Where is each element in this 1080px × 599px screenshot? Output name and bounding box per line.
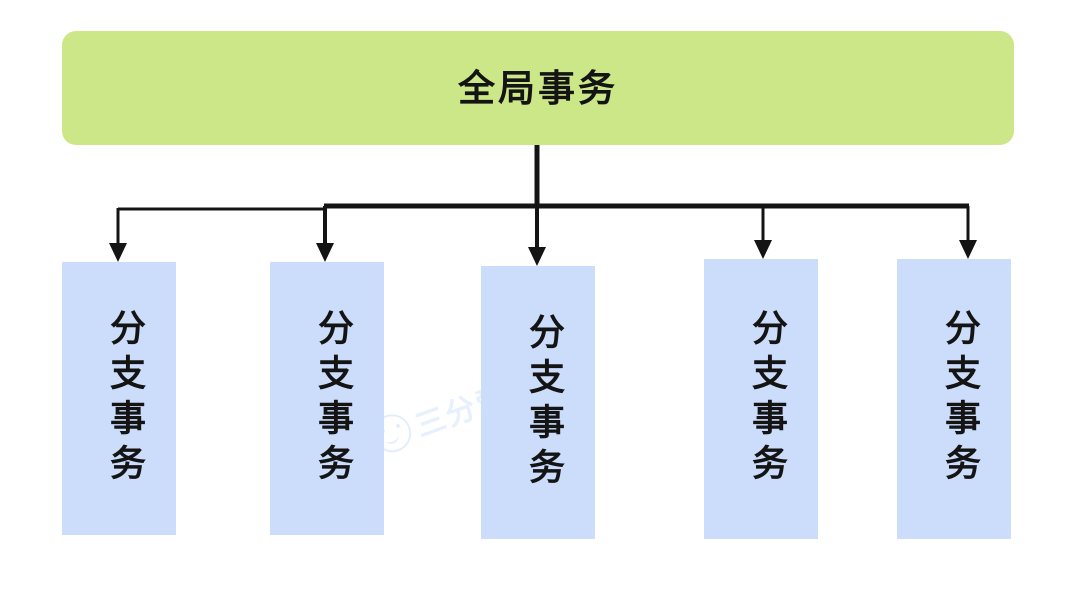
branch-node-3[interactable]: 分支事务 [481, 266, 595, 539]
root-node-global-transaction[interactable]: 全局事务 [62, 31, 1014, 145]
branch-node-5-label: 分支事务 [939, 309, 981, 489]
branch-node-2-label: 分支事务 [312, 308, 354, 489]
root-node-label: 全局事务 [458, 65, 618, 110]
arrowhead-5 [959, 240, 977, 259]
arrowhead-3 [528, 247, 546, 266]
branch-node-4[interactable]: 分支事务 [704, 259, 818, 539]
branch-node-4-label: 分支事务 [746, 309, 788, 489]
branch-node-1[interactable]: 分支事务 [62, 262, 176, 535]
branch-node-1-label: 分支事务 [104, 308, 146, 489]
smiley-mouth-icon [384, 432, 401, 446]
branch-node-3-label: 分支事务 [523, 312, 565, 493]
arrowhead-1 [109, 243, 127, 262]
branch-node-2[interactable]: 分支事务 [270, 262, 384, 535]
arrowhead-4 [754, 240, 772, 259]
arrowhead-2 [316, 243, 334, 262]
branch-node-5[interactable]: 分支事务 [897, 259, 1011, 539]
